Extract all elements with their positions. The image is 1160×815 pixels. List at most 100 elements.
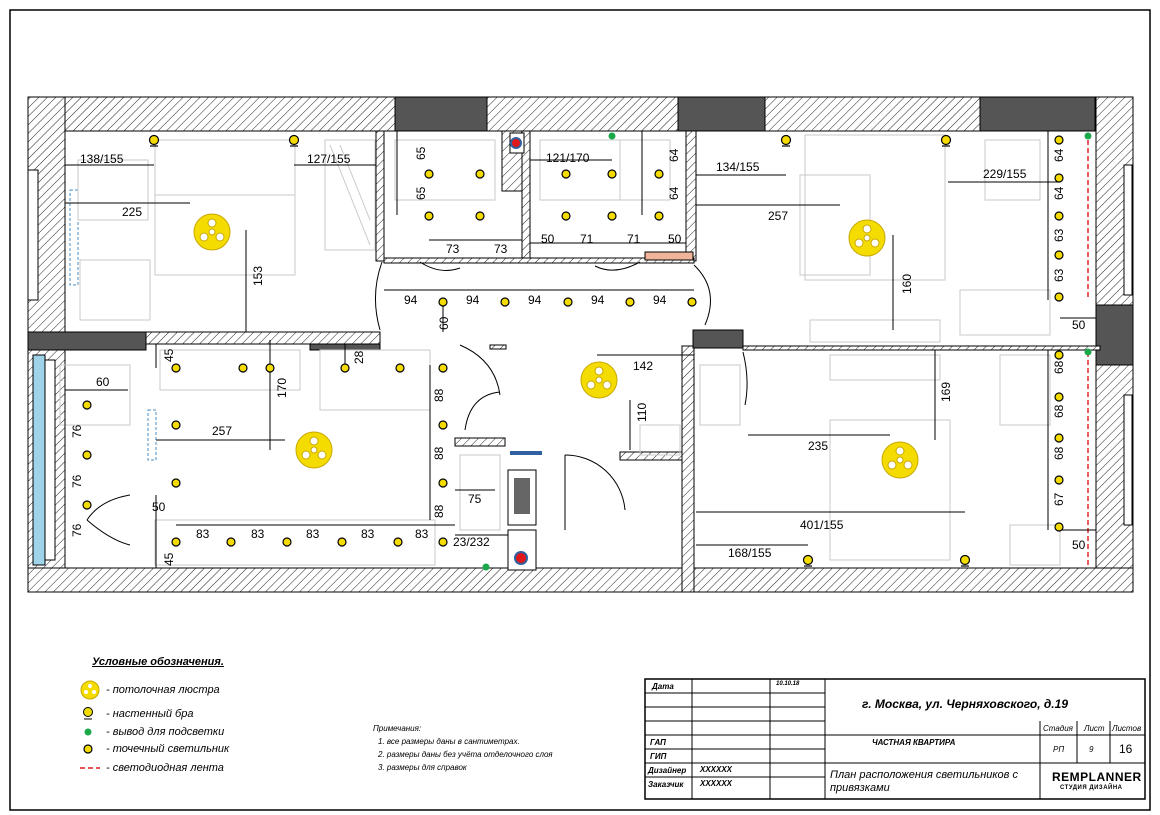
notes-title: Примечания:: [373, 724, 422, 733]
dim-label: 170: [275, 378, 289, 398]
dim-label: 23/232: [453, 535, 490, 549]
dim-label: 94: [466, 293, 480, 307]
backlight-outlets: [482, 132, 1092, 571]
date-label: Дата: [652, 682, 674, 691]
notes: Примечания: 1. все размеры даны в сантим…: [373, 722, 553, 774]
dim-label: 225: [122, 205, 142, 219]
legend-item: - настенный бра: [80, 704, 193, 724]
designer-label: Дизайнер: [648, 766, 687, 775]
dim-label: 229/155: [983, 167, 1027, 181]
dim-label: 45: [162, 348, 176, 362]
dim-label: 68: [1052, 404, 1066, 418]
dim-label: 88: [432, 388, 446, 402]
note-item: 2. размеры даны без учёта отделочного сл…: [378, 750, 553, 759]
sheet-label: Лист: [1084, 724, 1105, 733]
dim-label: 64: [1052, 186, 1066, 200]
dim-label: 83: [196, 527, 210, 541]
sheet-title: План расположения светильников с привязк…: [830, 769, 1018, 794]
legend-item: - потолочная люстра: [80, 680, 220, 700]
doors: [86, 261, 748, 546]
legend-item: - светодиодная лента: [80, 758, 224, 778]
client-label: Заказчик: [648, 780, 684, 789]
dim-label: 76: [70, 424, 84, 438]
furniture: [59, 134, 1061, 566]
title-block-frame: [644, 678, 1146, 800]
dim-label: 60: [437, 316, 451, 330]
dim-label: 76: [70, 474, 84, 488]
logo: REMPLANNER: [1052, 770, 1142, 784]
project-type: ЧАСТНАЯ КВАРТИРА: [872, 738, 956, 747]
dim-label: 138/155: [80, 152, 124, 166]
dim-label: 75: [468, 492, 482, 506]
wall-sconce-icon: [80, 704, 104, 724]
legend-label: - светодиодная лента: [106, 762, 224, 774]
dimension-labels: 138/155 127/155 225 153 65 65 73 73 121/…: [70, 146, 1086, 566]
dim-label: 73: [446, 242, 460, 256]
dim-label: 168/155: [728, 546, 772, 560]
dim-label: 127/155: [307, 152, 351, 166]
dim-label: 134/155: [716, 160, 760, 174]
dim-label: 64: [667, 186, 681, 200]
legend-label: - потолочная люстра: [106, 684, 220, 696]
dim-label: 142: [633, 359, 653, 373]
dim-label: 50: [541, 232, 555, 246]
dim-label: 153: [251, 266, 265, 286]
gip-label: ГИП: [650, 752, 667, 761]
dim-label: 121/170: [546, 151, 590, 165]
dim-label: 50: [1072, 538, 1086, 552]
dim-label: 88: [432, 446, 446, 460]
note-item: 1. все размеры даны в сантиметрах.: [378, 737, 520, 746]
dim-label: 63: [1052, 268, 1066, 282]
stage-value: РП: [1053, 745, 1065, 754]
led-strip-icon: [80, 758, 104, 778]
dim-label: 45: [162, 552, 176, 566]
dim-label: 68: [1052, 360, 1066, 374]
dim-label: 88: [432, 504, 446, 518]
dim-label: 94: [404, 293, 418, 307]
spotlight-icon: [80, 739, 104, 759]
dim-label: 76: [70, 523, 84, 537]
client-value: XXXXXX: [700, 779, 733, 788]
sheets-value: 16: [1119, 742, 1133, 756]
dim-label: 50: [152, 500, 166, 514]
partitions: [145, 130, 1101, 461]
dim-label: 110: [635, 403, 649, 422]
legend-label: - точечный светильник: [106, 743, 230, 755]
structural-columns: [27, 96, 1134, 366]
stage-label: Стадия: [1043, 724, 1073, 733]
logo-subtitle: СТУДИЯ ДИЗАЙНА: [1060, 785, 1123, 791]
dim-label: 94: [528, 293, 542, 307]
dim-label: 60: [96, 375, 110, 389]
dim-label: 257: [768, 209, 788, 223]
designer-value: XXXXXX: [700, 765, 733, 774]
legend-item: - точечный светильник: [80, 739, 229, 759]
dim-label: 401/155: [800, 518, 844, 532]
dim-label: 65: [414, 146, 428, 160]
dim-label: 160: [900, 274, 914, 294]
backlight-outlet-icon: [80, 722, 104, 742]
legend-label: - настенный бра: [106, 708, 194, 720]
date-value: 10.10.18: [776, 681, 800, 687]
sheets-label: Листов: [1112, 724, 1142, 733]
dim-label: 68: [1052, 446, 1066, 460]
dim-label: 64: [1052, 148, 1066, 162]
dim-label: 94: [591, 293, 605, 307]
chandelier-icon: [80, 680, 104, 700]
legend-title: Условные обозначения.: [92, 656, 224, 668]
dim-label: 50: [668, 232, 682, 246]
dim-label: 67: [1052, 492, 1066, 506]
legend-item: - вывод для подсветки: [80, 722, 224, 742]
dim-label: 63: [1052, 228, 1066, 242]
sheet-value: 9: [1089, 745, 1094, 754]
dim-label: 73: [494, 242, 508, 256]
address: г. Москва, ул. Черняховского, д.19: [862, 697, 1068, 711]
legend-label: - вывод для подсветки: [106, 726, 225, 738]
gap-label: ГАП: [650, 738, 666, 747]
dim-label: 257: [212, 424, 232, 438]
dim-label: 83: [306, 527, 320, 541]
dimension-lines: [64, 131, 1096, 568]
dim-label: 50: [1072, 318, 1086, 332]
windows: [27, 164, 1133, 566]
dim-label: 65: [414, 186, 428, 200]
